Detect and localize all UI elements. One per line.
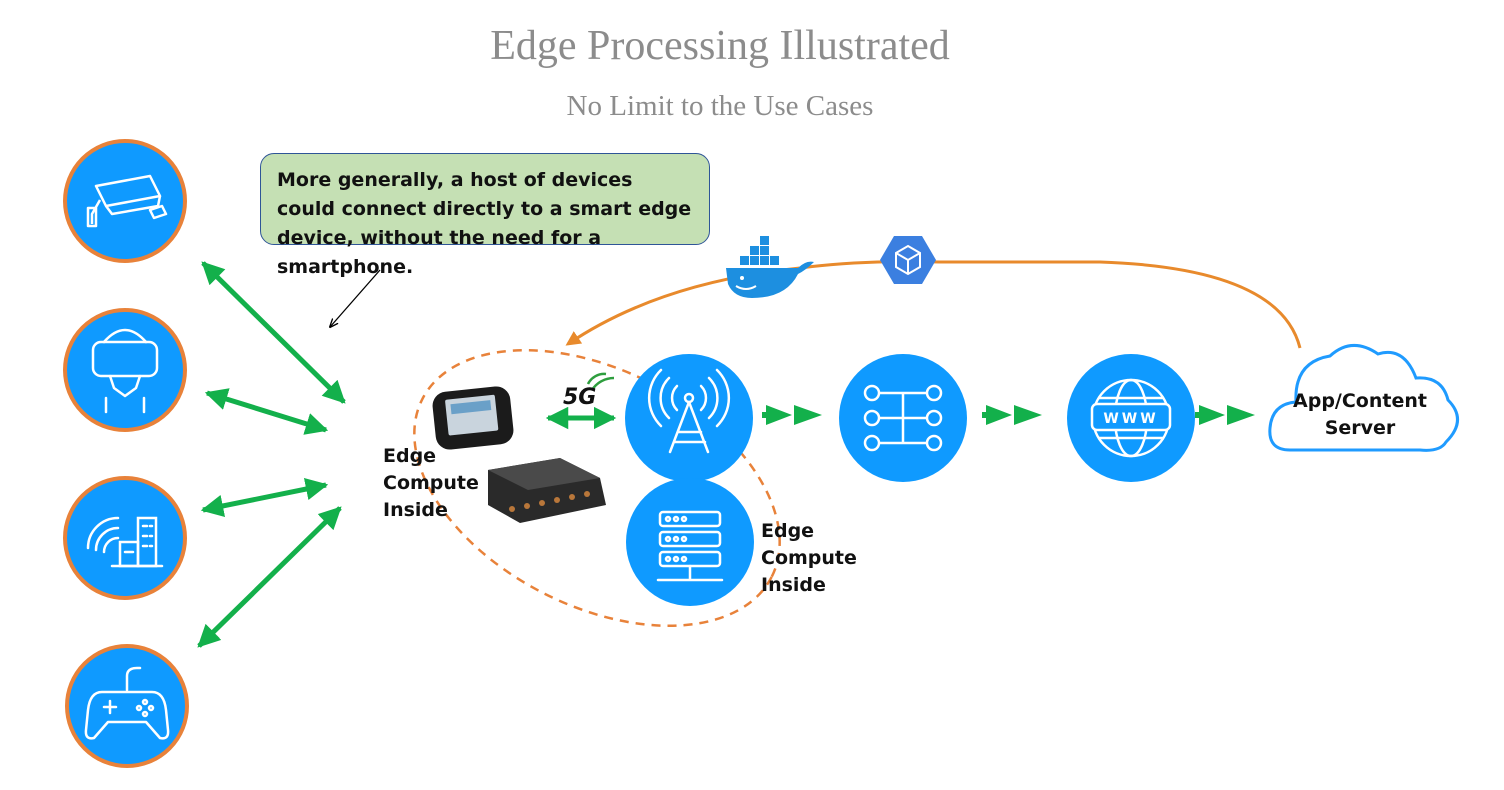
device-link-arrows xyxy=(197,261,346,648)
device-vr-headset xyxy=(63,308,187,432)
5g-badge: 5G xyxy=(563,372,615,410)
edge-server-node xyxy=(626,478,754,606)
cell-tower-icon xyxy=(647,368,731,454)
device-security-camera xyxy=(63,139,187,263)
www-label: WWW xyxy=(1103,411,1158,427)
callout-box: More generally, a host of devices could … xyxy=(260,153,710,278)
cctv-camera-icon xyxy=(86,174,168,228)
edge-router-icon xyxy=(488,458,606,523)
vr-headset-icon xyxy=(91,328,159,414)
docker-whale-icon xyxy=(726,236,814,298)
forward-arrows xyxy=(762,405,1255,425)
container-engine-icon xyxy=(880,236,936,284)
arrow-internet-server xyxy=(1195,405,1255,425)
edge-compute-label-left: Edge Compute Inside xyxy=(383,445,479,521)
server-rack-icon xyxy=(656,510,724,582)
arrow-city-link xyxy=(200,478,329,517)
mobile-hotspot-icon xyxy=(432,386,514,450)
edge-compute-boundary xyxy=(413,349,781,627)
device-smart-city xyxy=(63,476,187,600)
diagram-title: Edge Processing Illustrated xyxy=(490,23,950,69)
internet-node: WWW xyxy=(1067,354,1195,482)
cloud-shape xyxy=(1268,344,1459,452)
app-content-server-label: App/Content Server xyxy=(1293,390,1427,439)
edge-compute-label-right: Edge Compute Inside xyxy=(761,520,857,596)
deployment-arc xyxy=(565,260,1302,349)
diagram-subtitle: No Limit to the Use Cases xyxy=(566,90,874,122)
arrow-tower-core xyxy=(762,405,822,425)
arrow-vr-link xyxy=(204,388,329,435)
arrow-core-internet xyxy=(982,405,1042,425)
arrow-game-link xyxy=(197,506,342,648)
5g-label: 5G xyxy=(563,385,596,410)
callout-pointer xyxy=(330,269,381,327)
network-switch-icon xyxy=(863,384,943,452)
core-network-node xyxy=(839,354,967,482)
gamepad-icon xyxy=(84,666,170,740)
smart-building-wireless-icon xyxy=(86,516,164,568)
cell-tower-node xyxy=(625,354,753,482)
globe-icon xyxy=(1090,378,1172,458)
device-game-controller xyxy=(65,644,189,768)
arrow-camera-link xyxy=(201,261,346,404)
